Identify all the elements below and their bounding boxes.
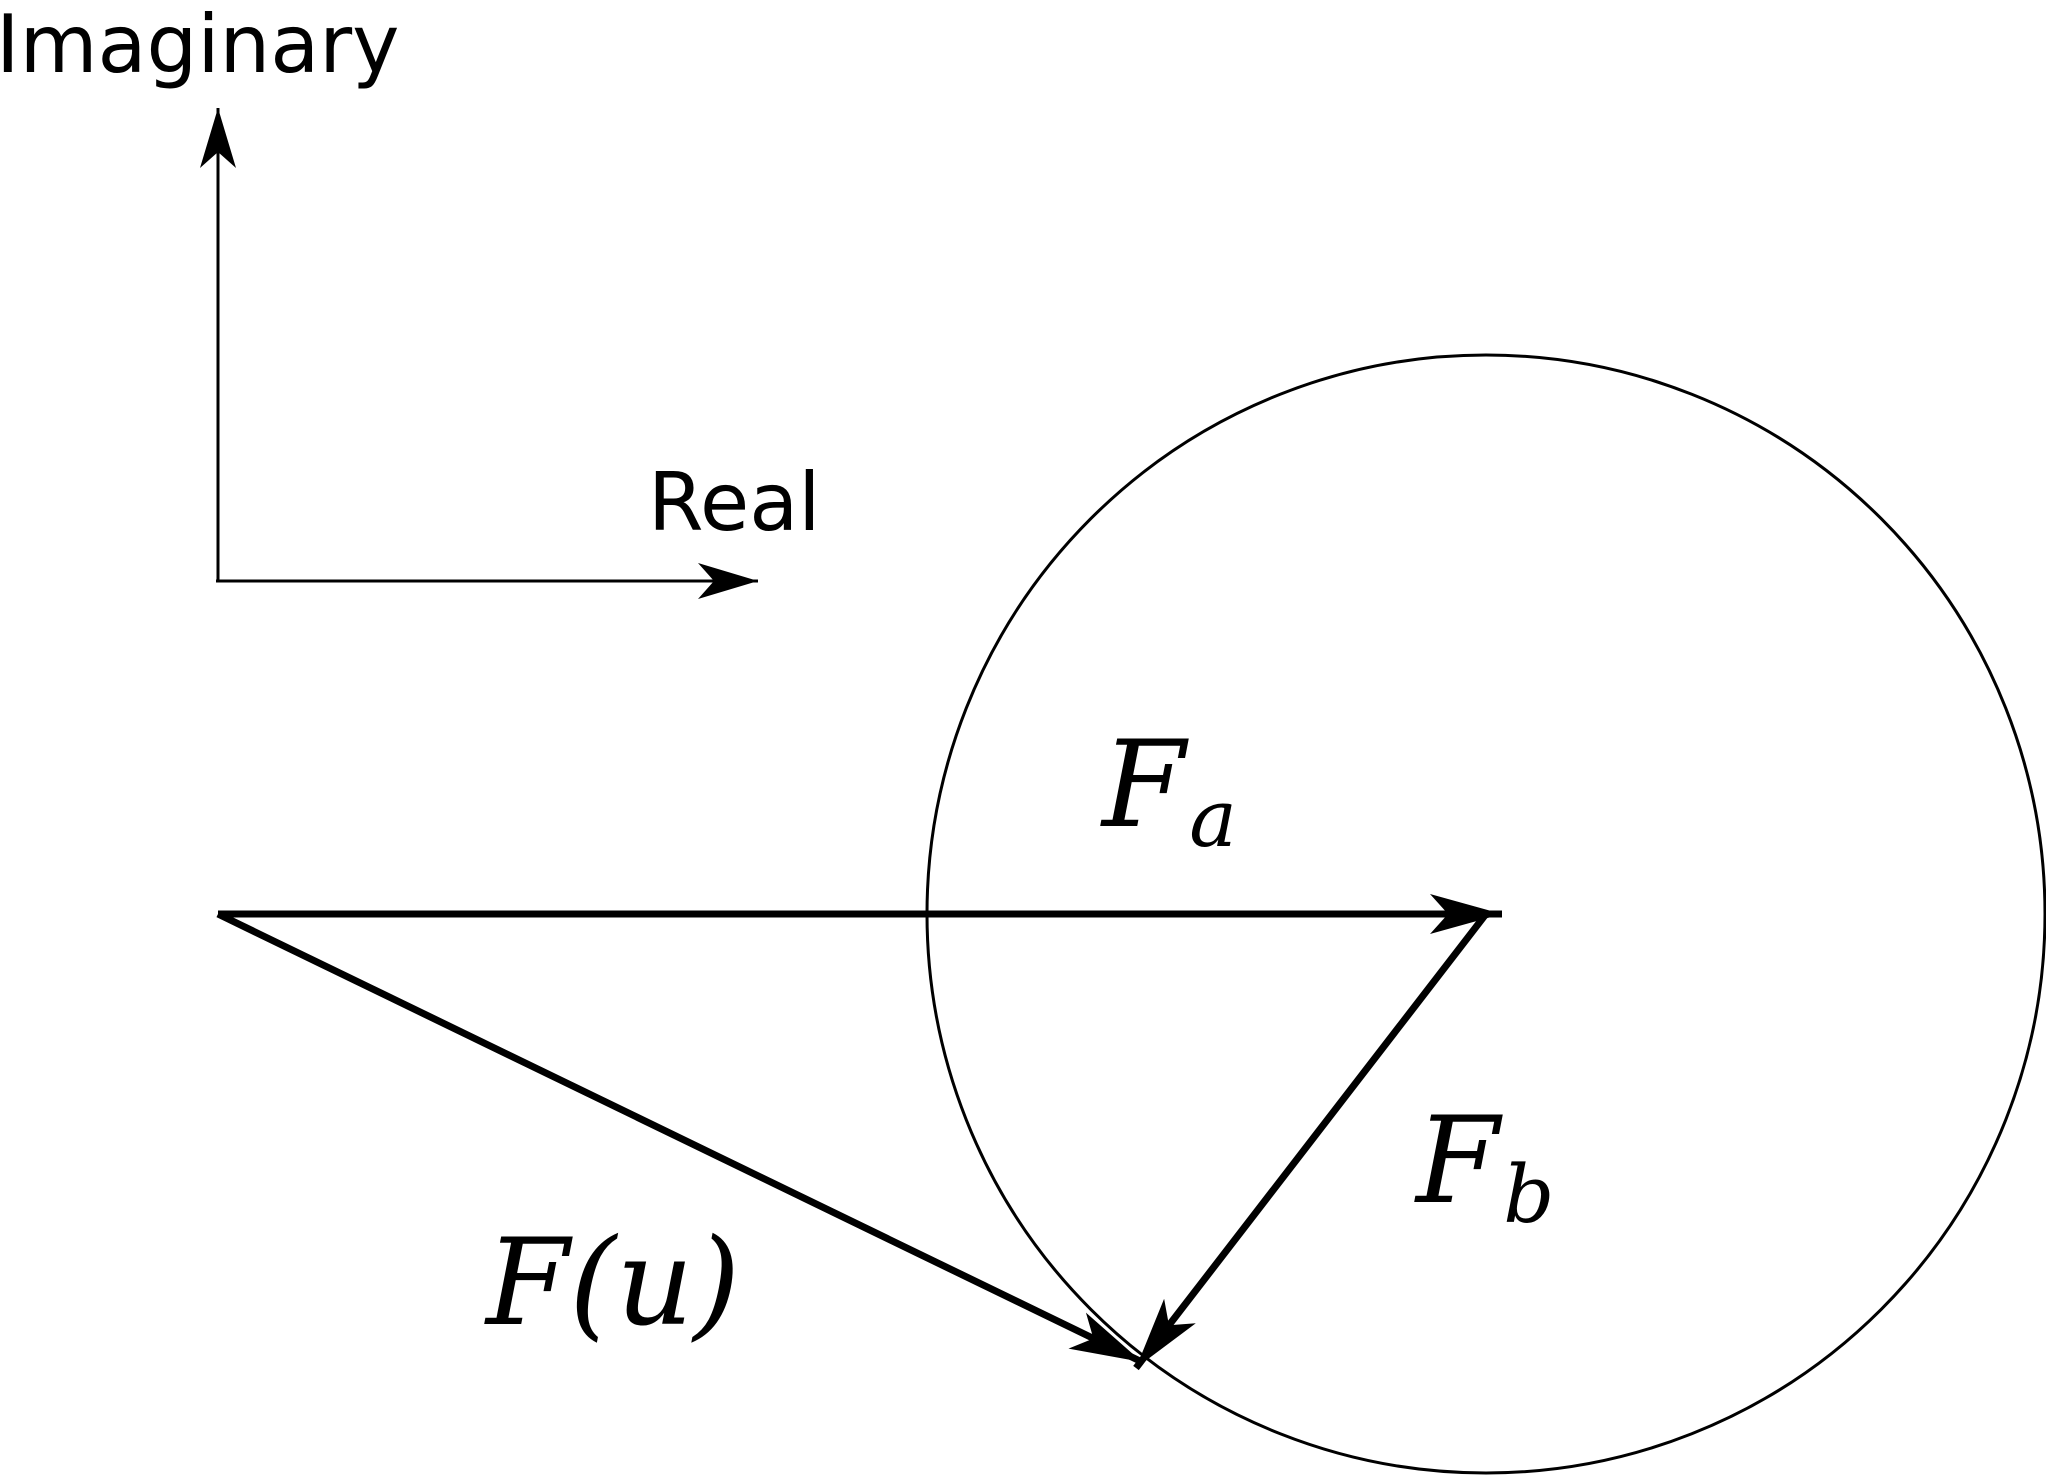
real-axis-label: Real [648, 456, 820, 549]
label-fb: Fb [1414, 1092, 1554, 1241]
vector-f-u [216, 910, 1144, 1366]
imaginary-axis-label: Imaginary [0, 0, 400, 91]
vector-fb [1133, 911, 1489, 1371]
label-f-u: F(u) [484, 1214, 740, 1353]
label-fa: Fa [1100, 716, 1237, 865]
